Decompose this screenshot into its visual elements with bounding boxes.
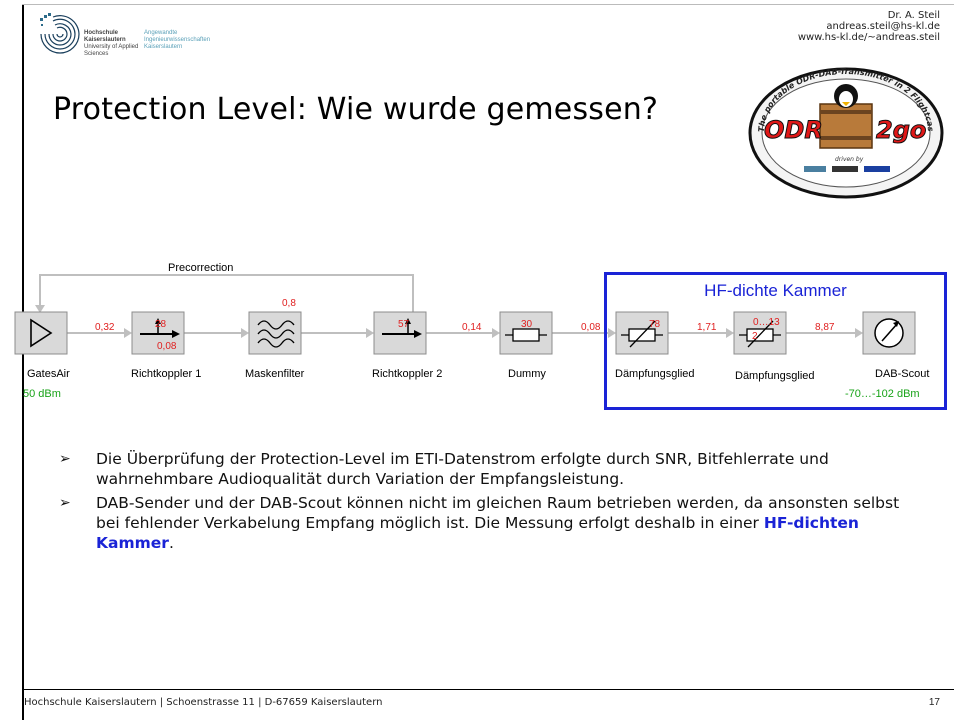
block-dab-scout [862, 311, 916, 355]
block-daempfungsglied-1 [615, 311, 669, 355]
bullet-item: ➢ DAB-Sender und der DAB-Scout können ni… [56, 493, 916, 553]
dummy-value: 30 [521, 319, 533, 330]
resistor-icon [512, 328, 540, 342]
bullet-text-end: . [168, 534, 174, 552]
arrow-bullet-icon: ➢ [59, 495, 71, 511]
link-value-4: 1,71 [697, 322, 717, 333]
footer-rule [22, 689, 954, 690]
link-value-2: 0,14 [462, 322, 482, 333]
arrow-bullet-icon: ➢ [59, 451, 71, 467]
block-richtkoppler-2 [373, 311, 427, 355]
fingerprint-logo-icon [40, 13, 80, 54]
block-label-daempfungsglied-1: Dämpfungsglied [615, 368, 695, 380]
link-value-3: 0,08 [581, 322, 601, 333]
richtkoppler-2-value: 57 [398, 319, 410, 330]
block-label-richtkoppler-2: Richtkoppler 2 [372, 368, 443, 380]
block-label-richtkoppler-1: Richtkoppler 1 [131, 368, 202, 380]
daempfungsglied-2-range: 0…13 [753, 317, 780, 328]
maskenfilter-value: 0,8 [282, 298, 296, 309]
bullet-text: Die Überprüfung der Protection-Level im … [96, 450, 829, 488]
signal-path [67, 328, 863, 338]
block-dummy [499, 311, 553, 355]
left-rule [22, 4, 24, 720]
daempfungsglied-1-value: 78 [649, 319, 661, 330]
block-daempfungsglied-2 [733, 311, 787, 355]
hf-chamber-highlight: HF-dichten Kammer [96, 514, 859, 552]
badge-2go-text: 2go [876, 116, 926, 144]
measurement-diagram [14, 274, 916, 355]
slide-title: Protection Level: Wie wurde gemessen? [53, 92, 659, 127]
richtkoppler-1-top-value: 28 [155, 319, 167, 330]
odr2go-badge: The portable ODR-DAB-Transmitter in 2 Fl… [743, 59, 946, 200]
block-label-maskenfilter: Maskenfilter [245, 368, 305, 380]
link-value-5: 8,87 [815, 322, 835, 333]
badge-odr-text: ODR [764, 116, 823, 144]
bullet-item: ➢ Die Überprüfung der Protection-Level i… [56, 449, 916, 489]
meter-icon [893, 321, 899, 327]
daempfungsglied-2-value: 2 [752, 331, 758, 342]
top-rule [22, 4, 954, 5]
filter-icon [257, 320, 295, 348]
author-email: andreas.steil@hs-kl.de [826, 21, 940, 32]
page-number: 17 [928, 697, 940, 708]
bullet-text: DAB-Sender und der DAB-Scout können nich… [96, 494, 900, 532]
block-label-dab-scout: DAB-Scout [875, 368, 930, 380]
gatesair-power: 50 dBm [23, 388, 61, 400]
author-info: Dr. A. Steil andreas.steil@hs-kl.de www.… [798, 10, 940, 43]
badge-driven-text: driven by [835, 156, 864, 163]
author-website: www.hs-kl.de/~andreas.steil [797, 32, 940, 43]
footer-address: Hochschule Kaiserslautern | Schoenstrass… [24, 697, 383, 708]
chamber-title: HF-dichte Kammer [704, 281, 847, 300]
bullet-list: ➢ Die Überprüfung der Protection-Level i… [56, 449, 916, 553]
block-richtkoppler-1 [131, 311, 185, 355]
attenuator-icon [629, 320, 656, 348]
richtkoppler-1-bottom-value: 0,08 [157, 341, 177, 352]
coupler-icon [155, 318, 161, 324]
block-label-daempfungsglied-2: Dämpfungsglied [735, 370, 815, 382]
author-name: Dr. A. Steil [887, 10, 940, 21]
block-gatesair [14, 311, 68, 355]
link-value-1: 0,32 [95, 322, 115, 333]
amplifier-icon [30, 318, 53, 348]
block-maskenfilter [248, 311, 302, 355]
logo-text-faculty: Angewandte Ingenieurwissenschaften Kaise… [144, 30, 211, 50]
hf-chamber-box: HF-dichte Kammer [604, 272, 947, 410]
precorrection-label: Precorrection [168, 262, 234, 274]
dab-scout-power-range: -70…-102 dBm [845, 388, 920, 400]
block-label-gatesair: GatesAir [27, 368, 70, 380]
block-label-dummy: Dummy [508, 368, 546, 380]
